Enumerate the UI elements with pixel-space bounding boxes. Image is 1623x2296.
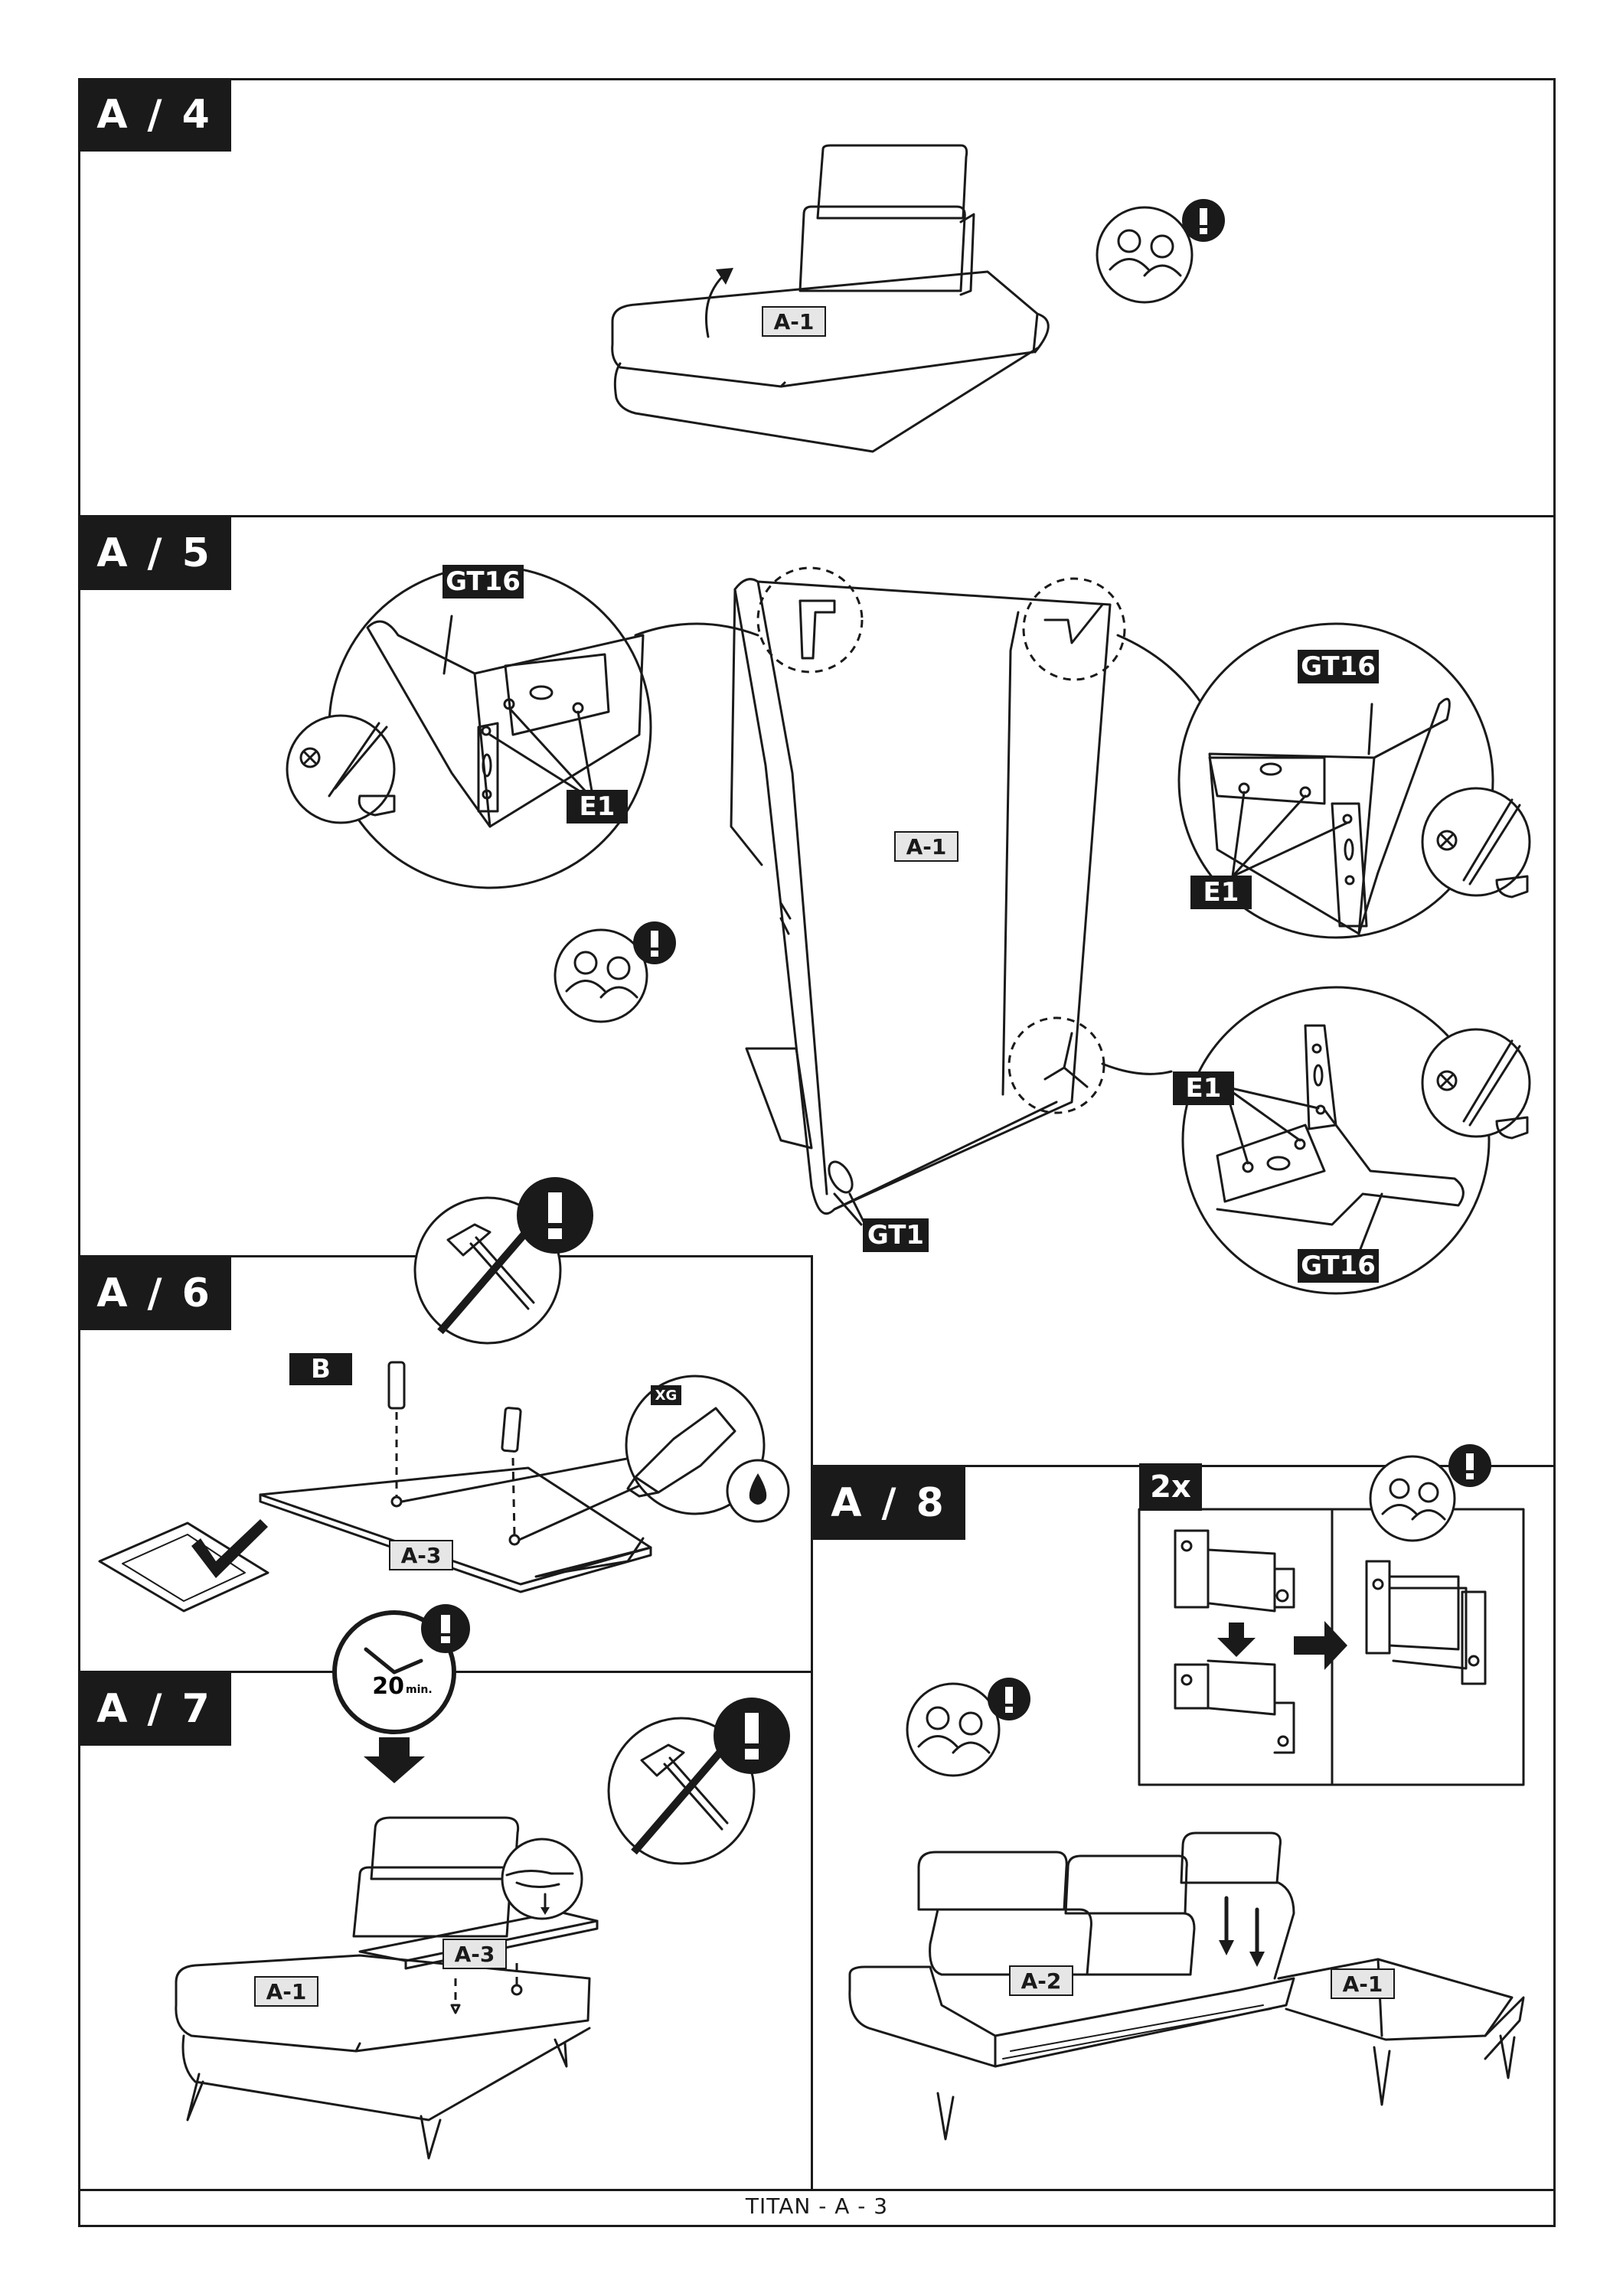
- part-label-a3-step7: A-3: [442, 1939, 507, 1969]
- hardware-e1-right-top: E1: [1190, 876, 1252, 909]
- hardware-gt16-left: GT16: [442, 565, 524, 598]
- quantity-badge: 2x: [1139, 1463, 1202, 1511]
- step-label-a8: A / 8: [812, 1466, 965, 1540]
- step-label-a6: A / 6: [78, 1257, 231, 1330]
- page-footer: TITAN - A - 3: [745, 2193, 889, 2219]
- part-label-a2-step8: A-2: [1009, 1965, 1073, 1996]
- hardware-e1-left: E1: [567, 790, 628, 823]
- hardware-xg: XG: [651, 1385, 681, 1405]
- wait-unit: min.: [406, 1684, 433, 1696]
- hardware-e1-right-bottom: E1: [1173, 1071, 1234, 1105]
- two-person-circle-a4: [1096, 206, 1194, 304]
- hardware-gt1: GT1: [863, 1218, 929, 1252]
- hardware-gt16-right-bottom: GT16: [1298, 1249, 1379, 1283]
- footer-bar: [78, 2189, 1556, 2227]
- wait-time: 20: [372, 1673, 404, 1700]
- part-label-a1-step8: A-1: [1331, 1968, 1395, 1999]
- step-label-a5: A / 5: [78, 517, 231, 590]
- part-label-a3-step6: A-3: [389, 1540, 453, 1570]
- part-label-a1-step4: A-1: [762, 306, 826, 337]
- step-label-a7: A / 7: [78, 1672, 231, 1746]
- part-label-a1-step7: A-1: [254, 1976, 318, 2007]
- hardware-b: B: [289, 1353, 352, 1385]
- part-label-a1-step5: A-1: [894, 831, 958, 862]
- step-label-a4: A / 4: [78, 78, 231, 152]
- hardware-gt16-right-top: GT16: [1298, 650, 1379, 683]
